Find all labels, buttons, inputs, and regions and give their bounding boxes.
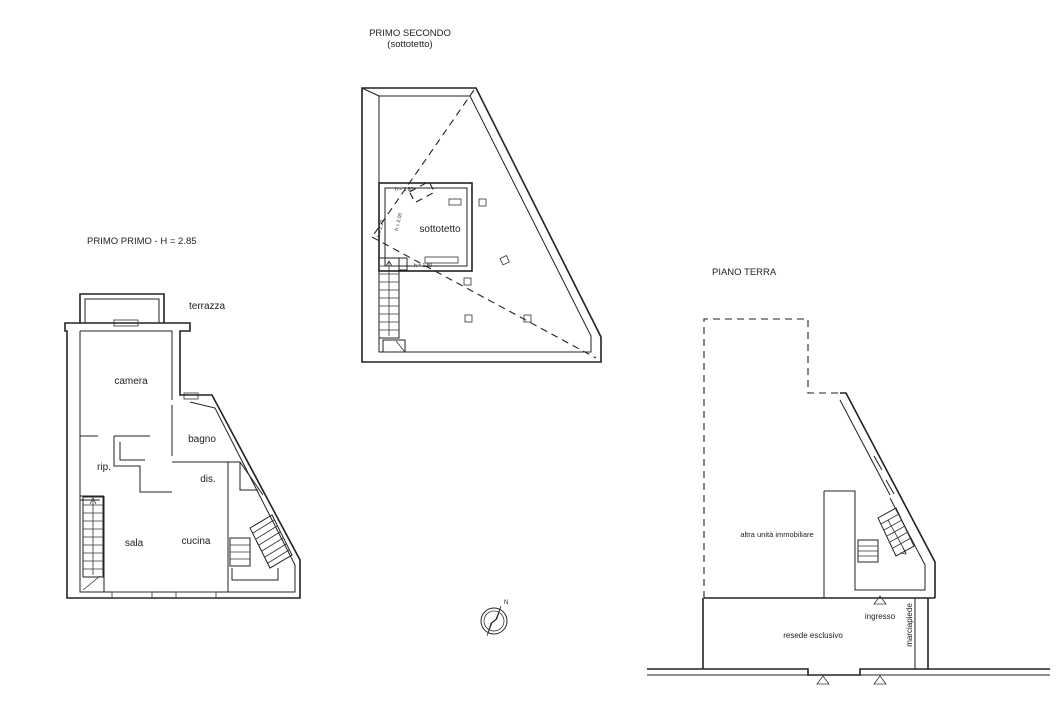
ground-floor-title: PIANO TERRA <box>712 267 777 278</box>
room-label-bagno: bagno <box>188 434 216 445</box>
ground-floor-inner-wall <box>823 399 926 598</box>
column-post <box>478 198 487 207</box>
second-floor-inner-wall <box>378 95 592 353</box>
label-resede: resede esclusivo <box>783 631 843 640</box>
room-label-camera: camera <box>114 376 148 387</box>
second-floor-plan: PRIMO SECONDO (sottotetto) <box>361 28 602 363</box>
column-post <box>464 314 473 323</box>
second-floor-subtitle: (sottotetto) <box>387 39 432 50</box>
window <box>183 392 199 400</box>
window <box>175 591 217 599</box>
room-label-rip: rip. <box>97 462 111 473</box>
ground-floor-stair <box>857 507 915 563</box>
other-unit-outline <box>703 318 840 598</box>
window-diagonal <box>873 455 883 471</box>
first-floor-inner-wall <box>79 330 296 593</box>
window <box>111 591 153 599</box>
ground-floor-plan: PIANO TERRA a <box>647 267 1050 685</box>
label-altra-unita: altra unità immobiliare <box>740 530 813 539</box>
skylight <box>448 198 462 206</box>
skylight-2 <box>424 256 459 264</box>
second-floor-stair <box>378 257 408 353</box>
terrace-wall <box>79 293 165 323</box>
room-label-cucina: cucina <box>182 536 211 547</box>
entrance-marker <box>873 595 887 605</box>
height-label: h = 2.00 <box>394 212 404 231</box>
second-floor-outer-wall <box>361 87 602 363</box>
room-label-dis: dis. <box>200 474 216 485</box>
partition <box>239 462 258 491</box>
terrace-inner <box>84 298 160 323</box>
partition <box>80 405 240 592</box>
entrance-marker <box>873 675 887 685</box>
column-post <box>499 255 510 266</box>
room-label-terrazza: terrazza <box>189 301 226 312</box>
label-ingresso: ingresso <box>865 612 896 621</box>
compass-north-label: N <box>504 600 508 606</box>
site-boundary <box>647 598 1050 676</box>
label-marciapiede: marciapiede <box>905 603 914 647</box>
entrance-marker <box>816 675 830 685</box>
roof-line-1 <box>371 89 475 238</box>
first-floor-title: PRIMO PRIMO - H = 2.85 <box>87 236 197 247</box>
room-label-sottotetto: sottotetto <box>419 224 461 235</box>
second-floor-wall-corner <box>361 87 380 97</box>
column-post <box>463 277 472 286</box>
window-diagonal <box>885 479 895 495</box>
second-floor-title: PRIMO SECONDO <box>369 28 451 39</box>
window-diagonal <box>239 461 264 496</box>
room-label-sala: sala <box>125 538 144 549</box>
ground-floor-outer-wall <box>704 392 936 599</box>
height-label: h = 1.80 <box>395 187 413 193</box>
first-floor-stair-left <box>82 496 104 591</box>
height-label: h = 1.80 <box>414 263 432 269</box>
first-floor-outer-wall <box>64 322 301 599</box>
first-floor-stair-right <box>229 514 293 581</box>
first-floor-plan: PRIMO PRIMO - H = 2.85 terrazza <box>64 236 301 599</box>
roof-line-2 <box>371 236 597 359</box>
roof-hatch <box>408 180 436 204</box>
height-label: h = 2.20 <box>376 219 386 238</box>
column-post <box>523 314 532 323</box>
compass-icon: N <box>480 600 508 637</box>
window <box>113 319 139 327</box>
